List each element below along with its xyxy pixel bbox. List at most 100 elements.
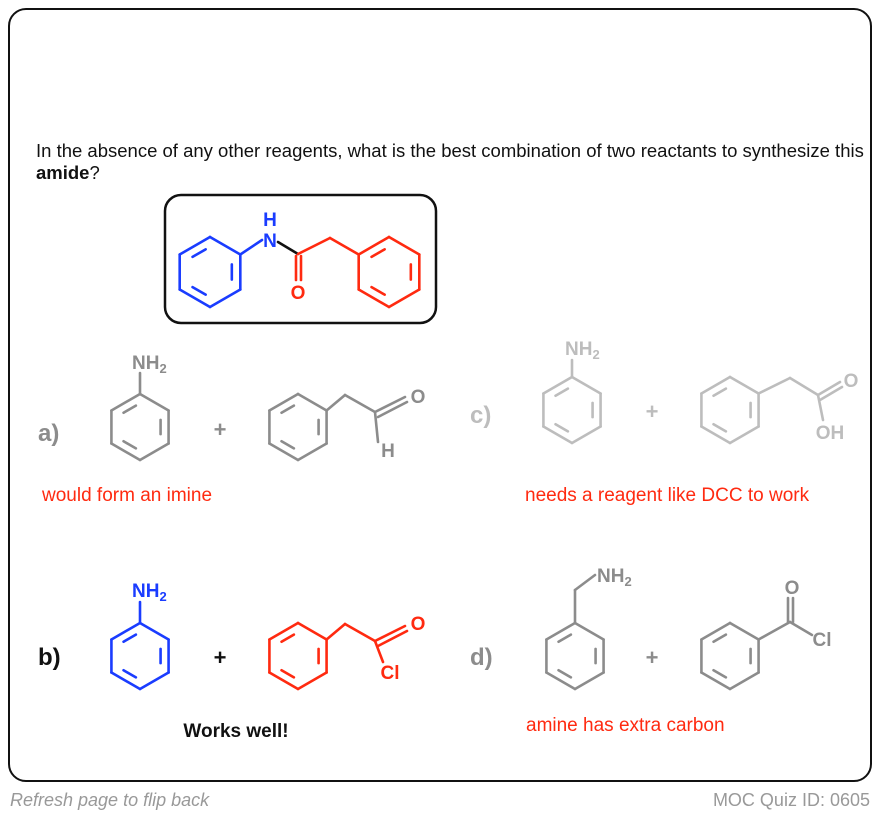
target-benzyl-ring-double-bond: [370, 285, 386, 296]
option-c-aniline-ring-bond: [570, 375, 602, 395]
option-c-phenyl-ring-bond: [700, 425, 732, 445]
option-c-aniline-ring-double-bond: [554, 387, 570, 398]
option-d-benzoyl-ring-bond: [728, 621, 760, 641]
option-d-benzoyl-ring-double-bond: [712, 633, 728, 644]
option-b-phenyl-ring-bond: [268, 671, 300, 691]
option-b-aniline-ring-bond: [110, 621, 142, 641]
option-d-benzyl-ring-bond: [573, 621, 605, 641]
option-a-label[interactable]: a): [38, 420, 59, 447]
option-d-benzoyl-ring-double-bond: [712, 668, 728, 679]
target-benzyl-ring-bond: [357, 235, 391, 256]
target-benzyl-ring-double-bond: [370, 248, 386, 259]
option-a-phenyl-ring-bond: [268, 442, 300, 462]
bond: [816, 393, 825, 422]
option-d-benzoyl-ring-bond: [728, 671, 760, 691]
option-d-benzyl-ring-double-bond: [557, 633, 573, 644]
target-aniline-ring-bond: [208, 288, 242, 309]
option-c-oh: OH: [816, 423, 845, 444]
bond: [376, 400, 409, 419]
question-end: ?: [89, 162, 100, 183]
footer-quiz-id: MOC Quiz ID: 0605: [712, 790, 870, 810]
target-benzyl-ring-bond: [387, 235, 421, 256]
option-a-aniline-ring-double-bond: [122, 404, 138, 415]
bond: [373, 639, 385, 664]
question-body: In the absence of any other reagents, wh…: [36, 140, 864, 161]
option-c-comment: needs a reagent like DCC to work: [525, 485, 810, 506]
option-a-comment: would form an imine: [41, 485, 212, 506]
option-a-aniline-ring-bond: [138, 392, 170, 412]
option-c-aniline-ring-bond: [542, 425, 574, 445]
option-b-nh2: NH2: [132, 581, 167, 604]
bond: [343, 393, 377, 414]
option-b-o: O: [411, 614, 426, 635]
option-c-phenyl-ring-bond: [728, 425, 760, 445]
bond: [325, 622, 347, 641]
question-bold-word: amide: [36, 162, 90, 183]
quiz-card[interactable]: [8, 8, 872, 782]
option-a-phenyl-ring-double-bond: [280, 404, 296, 415]
option-b-phenyl-ring-double-bond: [280, 633, 296, 644]
option-c-label[interactable]: c): [470, 402, 491, 429]
option-b-aniline-ring-bond: [138, 671, 170, 691]
bond: [343, 622, 377, 643]
target-n: N: [263, 231, 277, 252]
option-a-o: O: [411, 387, 426, 408]
bond: [328, 236, 360, 256]
option-a-plus: +: [214, 417, 227, 442]
option-c-plus: +: [646, 399, 659, 424]
option-b-phenyl-ring-bond: [296, 621, 328, 641]
target-aniline-ring-double-bond: [191, 248, 207, 259]
option-b-plus: +: [214, 645, 227, 670]
bond: [376, 629, 409, 648]
bond: [816, 380, 842, 397]
bond: [239, 238, 264, 256]
option-a-aniline-ring-double-bond: [122, 439, 138, 450]
option-a-phenyl-ring-double-bond: [280, 439, 296, 450]
target-h: H: [263, 210, 277, 231]
option-d-benzyl-ring-double-bond: [557, 668, 573, 679]
option-b-phenyl-ring-bond: [296, 671, 328, 691]
option-b-phenyl-ring-double-bond: [280, 668, 296, 679]
option-c-nh2: NH2: [565, 339, 600, 362]
target-box: [163, 193, 438, 325]
question-text: In the absence of any other reagents, wh…: [36, 140, 866, 184]
option-b-aniline-ring-double-bond: [122, 633, 138, 644]
target-aniline-ring-bond: [178, 235, 212, 256]
option-b-cl: Cl: [381, 663, 400, 684]
option-c-aniline-ring-bond: [570, 425, 602, 445]
bond: [757, 376, 792, 395]
option-c-aniline-ring-double-bond: [554, 422, 570, 433]
option-d-plus: +: [646, 645, 659, 670]
bond: [373, 395, 407, 414]
option-a-phenyl-ring-bond: [296, 392, 328, 412]
target-aniline-ring-bond: [178, 288, 212, 309]
bond: [818, 385, 844, 402]
option-c-phenyl-ring-bond: [728, 375, 760, 395]
option-d-comment: amine has extra carbon: [526, 715, 725, 736]
option-a-h: H: [381, 441, 395, 462]
bond: [373, 624, 407, 643]
option-c-o: O: [844, 371, 859, 392]
option-d-label[interactable]: d): [470, 644, 493, 671]
target-o: O: [291, 283, 306, 304]
option-c-phenyl-ring-bond: [700, 375, 732, 395]
option-b-aniline-ring-bond: [110, 671, 142, 691]
bond: [573, 573, 597, 592]
bond: [757, 620, 792, 641]
option-d-nh2: NH2: [597, 566, 632, 589]
option-b-label[interactable]: b): [38, 644, 61, 671]
bond: [276, 240, 300, 256]
option-a-phenyl-ring-bond: [268, 392, 300, 412]
target-aniline-ring-bond: [208, 235, 242, 256]
option-a-aniline-ring-bond: [138, 442, 170, 462]
option-d-benzyl-ring-bond: [545, 621, 577, 641]
bond: [296, 236, 332, 256]
option-b-comment: Works well!: [183, 721, 288, 742]
option-a-nh2: NH2: [132, 353, 167, 376]
option-c-phenyl-ring-double-bond: [712, 422, 728, 433]
option-d-benzyl-ring-bond: [573, 671, 605, 691]
option-d-benzoyl-ring-bond: [700, 621, 732, 641]
option-c-aniline-ring-bond: [542, 375, 574, 395]
target-aniline-ring-double-bond: [191, 285, 207, 296]
